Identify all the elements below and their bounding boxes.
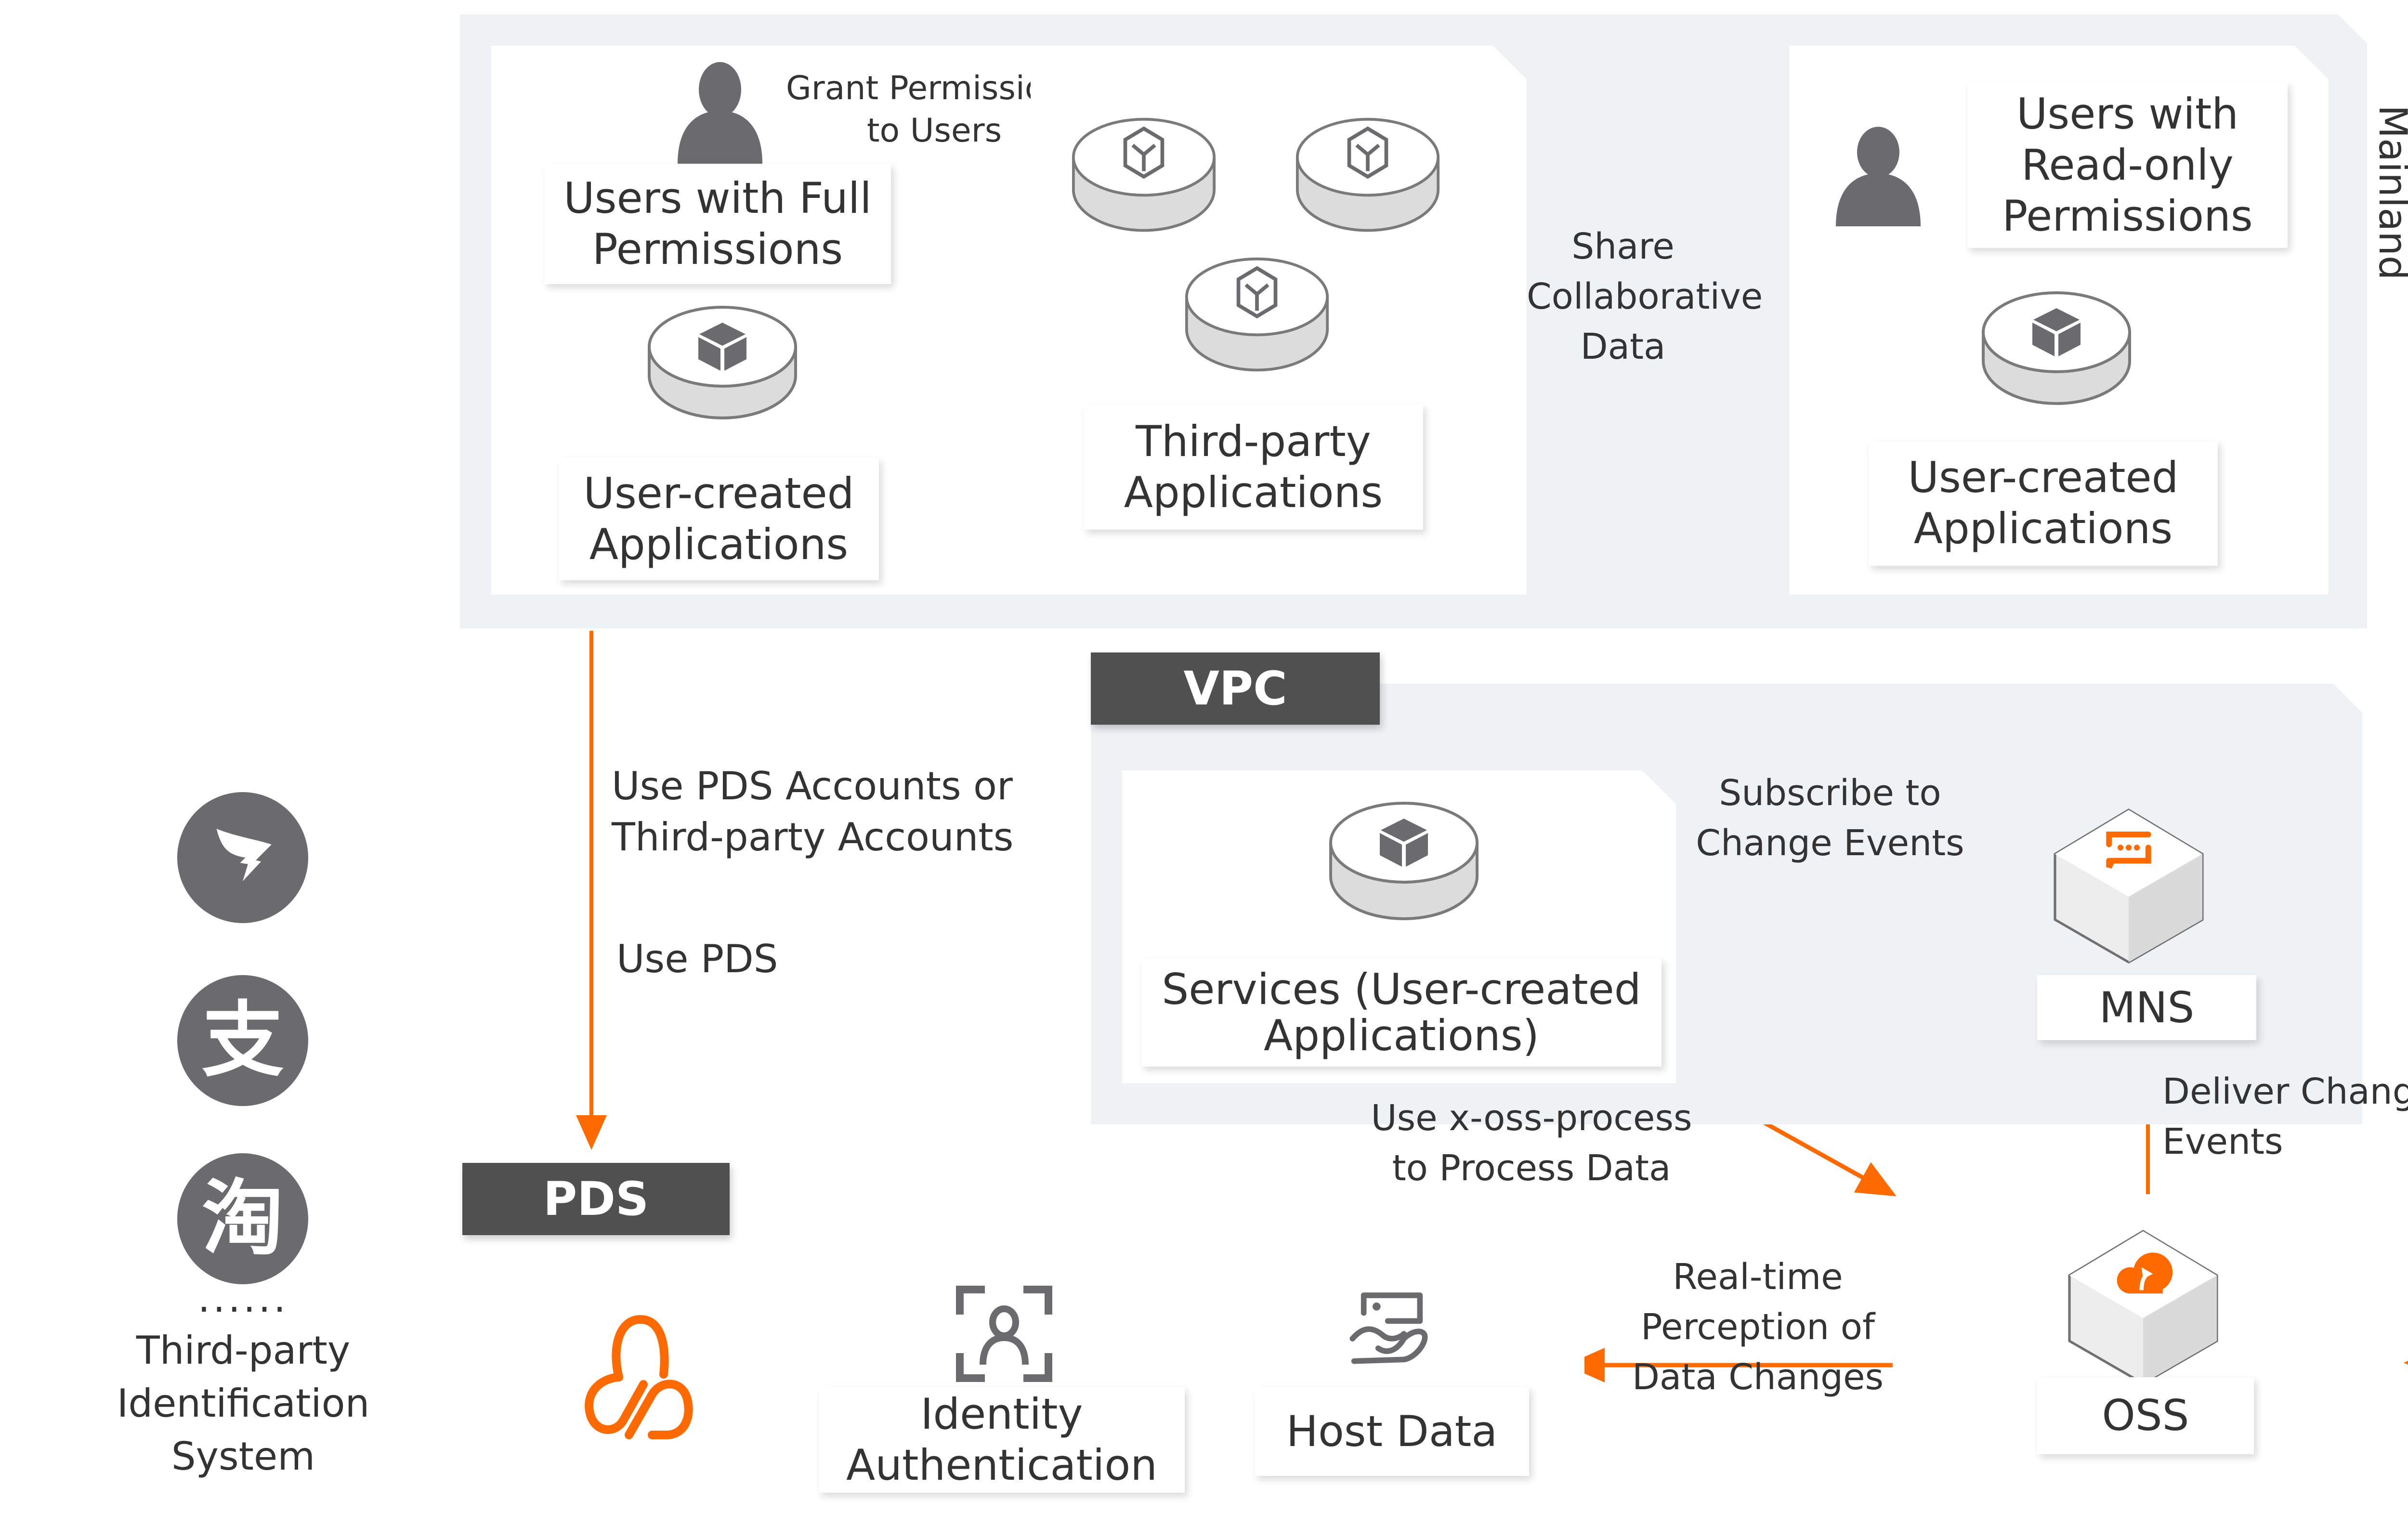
- user-icon: [1836, 127, 1921, 226]
- alipay-icon: 支: [177, 975, 308, 1106]
- full-permission-apps-label: User-created Applications: [559, 457, 879, 580]
- third-party-id-label: Third-party Identification System: [117, 1328, 370, 1479]
- third-party-cube-icon: [1296, 117, 1440, 232]
- readonly-apps-label: User-created Applications: [1869, 441, 2218, 566]
- third-party-cube-icon: [1072, 117, 1216, 232]
- services-label: Services (User-created Applications): [1141, 958, 1662, 1067]
- share-data-label: Share Collaborative Data: [1527, 226, 1763, 367]
- pds-tag: PDS: [462, 1163, 730, 1235]
- user-icon: [678, 62, 762, 164]
- face-scan-icon: [956, 1286, 1052, 1382]
- mns-cube-icon: [2054, 808, 2204, 964]
- oss-cloud-upload-icon: [2068, 1230, 2218, 1385]
- subscribe-events-label: Subscribe to Change Events: [1696, 772, 1964, 864]
- oss-label: OSS: [2037, 1377, 2254, 1454]
- identity-authentication-label: Identity Authentication: [819, 1387, 1185, 1493]
- deliver-events-label: Deliver Change Events: [2162, 1071, 2408, 1162]
- hand-holding-data-icon: [1349, 1292, 1428, 1364]
- more-ellipsis: ......: [197, 1276, 289, 1321]
- third-party-cube-icon: [1185, 257, 1329, 372]
- app-cube-icon: [648, 306, 797, 419]
- dingtalk-icon: [177, 792, 308, 923]
- app-cube-icon: [1329, 802, 1479, 920]
- use-pds-accounts-label: Use PDS Accounts or Third-party Accounts: [612, 764, 1014, 860]
- taobao-icon: 淘: [177, 1153, 308, 1284]
- realtime-perception-label: Real-time Perception of Data Changes: [1632, 1256, 1884, 1398]
- pds-cloud-logo-icon: [585, 1315, 693, 1439]
- host-data-label: Host Data: [1255, 1387, 1529, 1476]
- full-permission-users-label: Users with Full Permissions: [544, 164, 891, 284]
- app-cube-icon: [1982, 291, 2131, 405]
- vpc-tag: VPC: [1091, 652, 1380, 725]
- third-party-apps-label: Third-party Applications: [1084, 404, 1423, 530]
- chinese-mainland-label: Chinese Mainland: [2370, 105, 2408, 280]
- mns-label: MNS: [2037, 975, 2256, 1040]
- readonly-users-label: Users with Read-only Permissions: [1967, 82, 2288, 248]
- x-oss-process-label: Use x-oss-process to Process Data: [1371, 1097, 1692, 1189]
- use-pds-left-label: Use PDS: [616, 937, 778, 981]
